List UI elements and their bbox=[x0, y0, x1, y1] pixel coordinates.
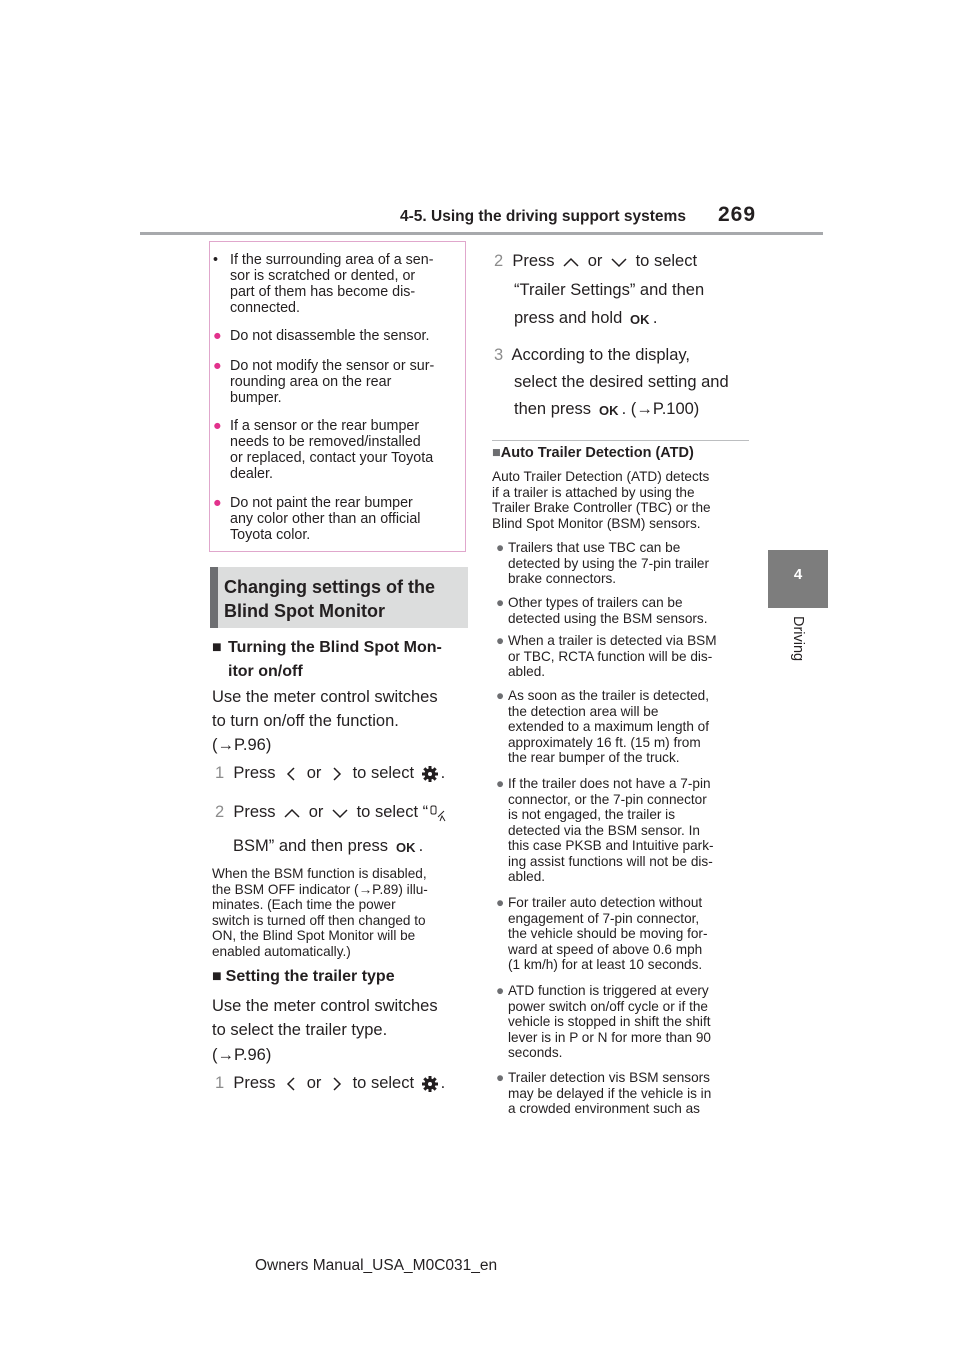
list-item: ●If the trailer does not have a 7-pin co… bbox=[496, 776, 714, 884]
gear-icon bbox=[421, 1075, 438, 1092]
paragraph: Use the meter control switches to select… bbox=[212, 997, 438, 1039]
reference-arrow-icon: → bbox=[636, 400, 653, 418]
bsm-note: When the BSM function is disabled, the B… bbox=[212, 866, 428, 959]
step-1: 1 Press or to select . bbox=[215, 764, 446, 782]
list-item: ●Other types of trailers can be detected… bbox=[496, 595, 708, 626]
chevron-left-icon bbox=[287, 767, 295, 781]
list-item: ●Trailer detection vis BSM sensors may b… bbox=[496, 1070, 712, 1116]
step-1-trailer: 1 Press or to select . bbox=[215, 1074, 446, 1092]
list-item: ●ATD function is triggered at every powe… bbox=[496, 983, 711, 1060]
step-3: 3 According to the display, bbox=[494, 346, 690, 364]
paragraph: Use the meter control switches to turn o… bbox=[212, 688, 438, 730]
subheading-blind-spot: ■ Turning the Blind Spot Mon- itor on/of… bbox=[212, 639, 442, 680]
subheading-atd: ■Auto Trailer Detection (ATD) bbox=[492, 445, 694, 461]
step-2-line3: press and hold OK. bbox=[514, 309, 658, 327]
ok-button-icon: OK bbox=[396, 840, 416, 855]
caution-item: ● If a sensor or the rear bumper needs t… bbox=[213, 418, 434, 482]
section-heading: Changing settings of the Blind Spot Moni… bbox=[210, 567, 468, 628]
atd-intro: Auto Trailer Detection (ATD) detects if … bbox=[492, 469, 711, 531]
ok-button-icon: OK bbox=[630, 312, 650, 327]
chapter-label: Driving bbox=[790, 616, 806, 662]
page-number: 269 bbox=[718, 203, 757, 226]
chevron-right-icon bbox=[333, 1077, 342, 1091]
step-2: 2 Press or to select “ bbox=[215, 800, 448, 824]
caution-box bbox=[209, 241, 466, 552]
reference-arrow-icon: → bbox=[217, 736, 235, 754]
svg-text:OK: OK bbox=[599, 403, 619, 418]
svg-text:OK: OK bbox=[396, 840, 416, 855]
ok-button-icon: OK bbox=[599, 403, 619, 418]
chevron-up-icon bbox=[284, 808, 300, 818]
page-reference: (→P.96) bbox=[212, 736, 272, 754]
chevron-down-icon bbox=[332, 809, 348, 818]
list-item: ●Trailers that use TBC can be detected b… bbox=[496, 540, 710, 586]
section-title: 4-5. Using the driving support systems bbox=[400, 208, 686, 225]
step-3-line2: select the desired setting and bbox=[514, 373, 729, 391]
list-item: ●For trailer auto detection without enga… bbox=[496, 895, 708, 972]
chapter-tab: 4 bbox=[768, 550, 828, 608]
chevron-up-icon bbox=[563, 257, 579, 267]
reference-arrow-icon: → bbox=[217, 1046, 235, 1064]
caution-item: ● Do not modify the sensor or sur- round… bbox=[213, 358, 435, 406]
header-divider bbox=[140, 232, 823, 235]
list-item: ●When a trailer is detected via BSM or T… bbox=[496, 633, 717, 679]
svg-text:OK: OK bbox=[630, 312, 650, 327]
step-2-line2: “Trailer Settings” and then bbox=[514, 281, 705, 299]
caution-item: • If the surrounding area of a sen- sor … bbox=[213, 252, 434, 316]
chevron-down-icon bbox=[611, 258, 627, 267]
reference-arrow-icon: → bbox=[358, 881, 373, 897]
chevron-right-icon bbox=[333, 767, 342, 781]
step-3-line3: then press OK. (→P.100) bbox=[514, 400, 700, 418]
footer-text: Owners Manual_USA_M0C031_en bbox=[255, 1257, 498, 1274]
page-reference: (→P.96) bbox=[212, 1046, 272, 1064]
step-2-trailer: 2 Press or to select bbox=[494, 252, 698, 270]
subheading-trailer-type: ■Setting the trailer type bbox=[212, 968, 395, 985]
gear-icon bbox=[421, 765, 438, 782]
list-item: ●As soon as the trailer is detected, the… bbox=[496, 688, 709, 765]
chevron-left-icon bbox=[287, 1077, 295, 1091]
caution-item: ● Do not disassemble the sensor. bbox=[213, 328, 430, 344]
step-2-continued: BSM” and then press OK. bbox=[233, 837, 424, 855]
caution-item: ● Do not paint the rear bumper any color… bbox=[213, 495, 421, 543]
bsm-icon bbox=[430, 805, 446, 821]
atd-divider bbox=[492, 440, 749, 441]
